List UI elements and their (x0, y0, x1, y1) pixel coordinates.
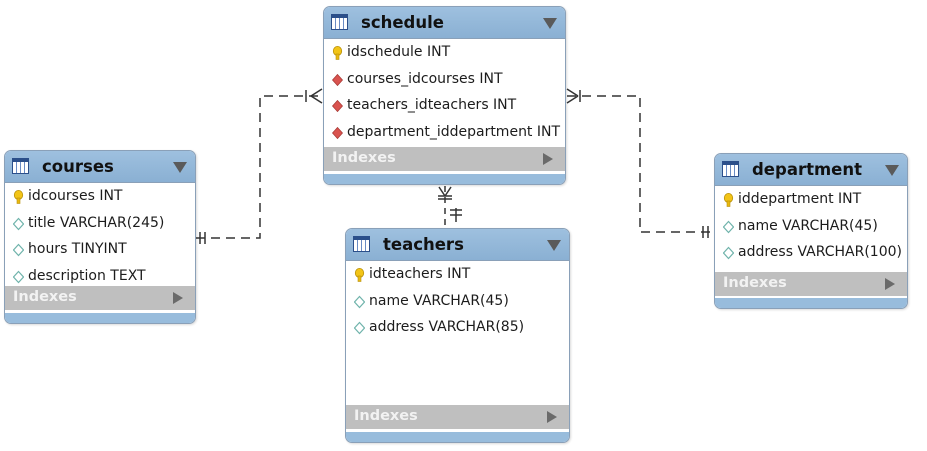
table-header[interactable]: teachers (346, 229, 569, 261)
column-icon (722, 245, 735, 260)
column-row[interactable]: idcourses INT (5, 183, 195, 210)
column-label: courses_idcourses INT (347, 70, 503, 87)
table-footer (346, 432, 569, 442)
primary-key-icon (332, 45, 343, 60)
column-label: address VARCHAR(100) (738, 244, 902, 260)
column-label: idschedule INT (347, 44, 451, 60)
table-header[interactable]: courses (5, 151, 195, 183)
relationship-department-schedule[interactable] (566, 88, 713, 238)
table-department[interactable]: department iddepartment INT name VARCHAR(4… (714, 153, 908, 309)
column-label: iddepartment INT (738, 191, 862, 207)
table-name: department (752, 160, 862, 179)
table-icon (12, 158, 29, 174)
table-icon (331, 14, 348, 30)
column-label: idteachers INT (369, 266, 471, 282)
table-name: teachers (383, 235, 464, 254)
table-courses[interactable]: courses idcourses INT title VARCHAR(245) ho… (4, 150, 196, 324)
column-row[interactable]: description TEXT (5, 263, 195, 290)
indexes-section[interactable]: Indexes (5, 286, 195, 310)
column-label: name VARCHAR(45) (369, 292, 509, 309)
column-row[interactable]: address VARCHAR(85) (346, 314, 569, 341)
collapse-arrow-icon[interactable] (543, 18, 557, 29)
table-name: courses (42, 157, 114, 176)
table-footer (5, 313, 195, 323)
column-icon (12, 269, 25, 283)
expand-arrow-icon[interactable] (547, 411, 557, 423)
column-row[interactable]: courses_idcourses INT (324, 66, 565, 93)
column-icon (353, 320, 366, 335)
relationship-teachers-schedule[interactable] (438, 186, 462, 227)
table-icon (722, 161, 739, 177)
column-label: hours TINYINT (28, 241, 127, 257)
expand-arrow-icon[interactable] (885, 278, 895, 290)
collapse-arrow-icon[interactable] (547, 240, 561, 251)
column-row[interactable]: title VARCHAR(245) (5, 210, 195, 237)
table-footer (715, 298, 907, 308)
table-teachers[interactable]: teachers idteachers INT name VARCHAR(45) ad… (345, 228, 570, 443)
indexes-section[interactable]: Indexes (324, 147, 565, 171)
column-icon (12, 216, 25, 230)
collapse-arrow-icon[interactable] (173, 162, 187, 173)
table-header[interactable]: department (715, 154, 907, 186)
collapse-arrow-icon[interactable] (885, 165, 899, 176)
indexes-label: Indexes (332, 150, 396, 166)
column-row[interactable]: name VARCHAR(45) (715, 213, 907, 240)
table-schedule[interactable]: schedule idschedule INT courses_idcourses … (323, 6, 566, 185)
column-row[interactable]: department_iddepartment INT (324, 119, 565, 146)
column-label: name VARCHAR(45) (738, 217, 878, 234)
relationship-courses-schedule[interactable] (196, 88, 323, 244)
table-footer (324, 174, 565, 184)
foreign-key-icon (331, 98, 344, 113)
primary-key-icon (354, 267, 365, 282)
expand-arrow-icon[interactable] (543, 153, 553, 165)
column-row[interactable]: hours TINYINT (5, 236, 195, 263)
table-name: schedule (361, 13, 444, 32)
column-row[interactable]: idschedule INT (324, 39, 565, 66)
indexes-label: Indexes (13, 289, 77, 305)
indexes-label: Indexes (354, 408, 418, 424)
primary-key-icon (13, 189, 24, 204)
indexes-label: Indexes (723, 275, 787, 291)
table-icon (353, 236, 370, 252)
foreign-key-icon (331, 72, 344, 86)
column-row[interactable]: idteachers INT (346, 261, 569, 288)
table-header[interactable]: schedule (324, 7, 565, 39)
column-row[interactable]: iddepartment INT (715, 186, 907, 213)
indexes-section[interactable]: Indexes (346, 405, 569, 429)
column-label: address VARCHAR(85) (369, 319, 525, 335)
column-icon (353, 294, 366, 308)
column-icon (722, 219, 735, 233)
column-label: title VARCHAR(245) (28, 214, 165, 231)
foreign-key-icon (331, 125, 344, 139)
column-icon (12, 242, 25, 257)
expand-arrow-icon[interactable] (173, 292, 183, 304)
column-label: teachers_idteachers INT (347, 97, 517, 113)
column-row[interactable]: name VARCHAR(45) (346, 288, 569, 315)
column-label: idcourses INT (28, 188, 123, 204)
column-row[interactable]: address VARCHAR(100) (715, 239, 907, 266)
indexes-section[interactable]: Indexes (715, 272, 907, 296)
column-label: description TEXT (28, 267, 146, 284)
primary-key-icon (723, 192, 734, 207)
column-row[interactable]: teachers_idteachers INT (324, 92, 565, 119)
column-label: department_iddepartment INT (347, 123, 561, 140)
